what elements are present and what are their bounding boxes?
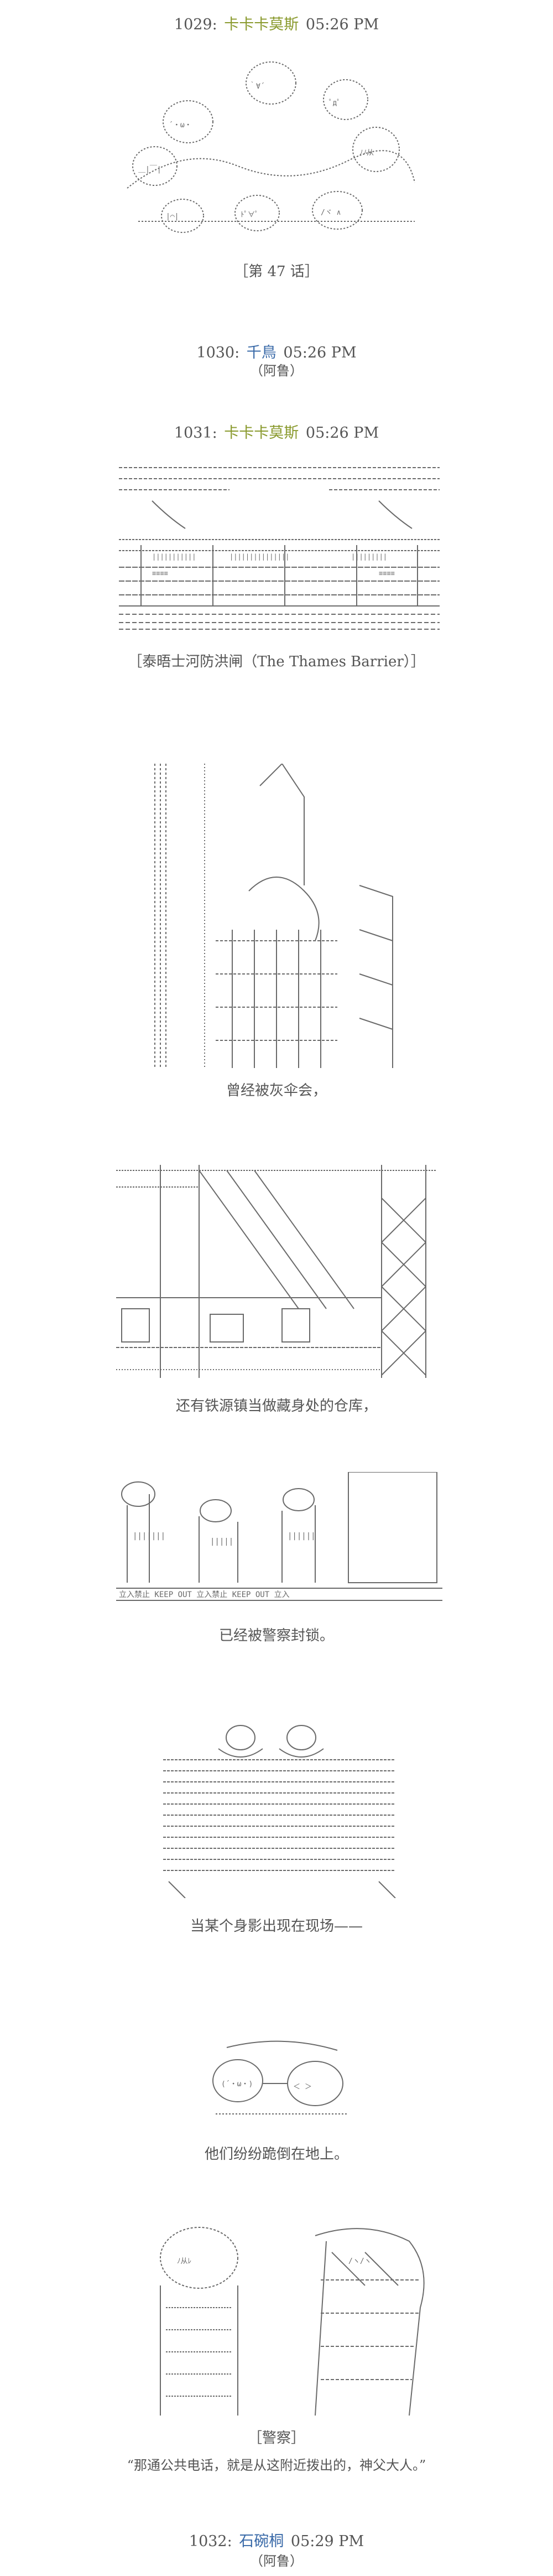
- svg-text:立入禁止 KEEP OUT 立入禁止 KEEP OUT 立入: 立入禁止 KEEP OUT 立入禁止 KEEP OUT 立入: [119, 1590, 290, 1599]
- post-number: 1032:: [189, 2533, 232, 2550]
- poster-name[interactable]: 卡卡卡莫斯: [224, 16, 299, 33]
- post-number: 1030:: [196, 344, 240, 361]
- svg-text:ﾟдﾟ: ﾟдﾟ: [329, 99, 341, 107]
- svg-text:(´・ω・): (´・ω・): [221, 2080, 253, 2088]
- narration-line-3: 已经被警察封锁。: [218, 1628, 334, 1644]
- svg-text:≡≡≡≡: ≡≡≡≡: [152, 569, 168, 577]
- ascii-art-fallen-figure-drawing: (´・ω・) ＜ ＞: [212, 2040, 348, 2114]
- svg-text:|||||: |||||: [210, 1537, 233, 1546]
- svg-text:||||||: ||||||: [288, 1532, 316, 1541]
- ascii-art-thames-barrier-drawing: ||||||||||| ||||||||||||||| ||||||||| ≡≡…: [119, 467, 440, 630]
- ascii-art-tower-drawing: [154, 764, 393, 1068]
- post-time: 05:26 PM: [305, 424, 379, 442]
- ascii-art-characters: ｀∀´ ﾟдﾟ ´・ω・ ﾉﾉ从 ＿|￣| |⌒| ﾄﾟ∀ﾟ /ヾ ∧: [116, 55, 426, 243]
- episode-title: ［第 47 话］: [234, 263, 319, 280]
- ascii-art-fallen-figure: (´・ω・) ＜ ＞: [205, 2036, 359, 2128]
- narration-line-5: 他们纷纷跪倒在地上。: [204, 2146, 348, 2163]
- svg-text:|||||||||||: |||||||||||: [152, 553, 196, 561]
- post-header-1029: 1029: 卡卡卡莫斯 05:26 PM: [0, 12, 553, 34]
- svg-text:´・ω・: ´・ω・: [169, 121, 192, 129]
- poster-name[interactable]: 卡卡卡莫斯: [224, 424, 299, 442]
- poster-name[interactable]: 石碗桐: [239, 2533, 284, 2550]
- narration-line-4: 当某个身影出现在现场——: [190, 1918, 363, 1935]
- svg-text:/ヽ/ヽ: /ヽ/ヽ: [348, 2257, 372, 2266]
- ascii-art-kneeling-figures: [158, 1721, 401, 1898]
- ascii-art-thames-barrier: ||||||||||| ||||||||||||||| ||||||||| ≡≡…: [119, 457, 440, 631]
- post-1030-body: （阿鲁）: [250, 363, 303, 379]
- svg-text:＿|￣|: ＿|￣|: [138, 165, 161, 174]
- police-label: ［警察］: [247, 2430, 305, 2447]
- svg-text:＜ ＞: ＜ ＞: [293, 2083, 312, 2091]
- svg-text:|||||||: |||||||: [133, 1532, 165, 1541]
- ascii-art-warehouse: [116, 1165, 437, 1378]
- post-number: 1029:: [174, 16, 217, 33]
- svg-text:|||||||||: |||||||||: [351, 553, 387, 561]
- svg-text:｀∀´: ｀∀´: [249, 81, 265, 91]
- ascii-art-kneeling-figures-drawing: [163, 1725, 396, 1898]
- svg-text:|⌒|: |⌒|: [166, 212, 179, 221]
- post-time: 05:26 PM: [305, 16, 379, 33]
- svg-text:ﾄﾟ∀ﾟ: ﾄﾟ∀ﾟ: [241, 211, 259, 219]
- svg-text:≡≡≡≡: ≡≡≡≡: [379, 569, 395, 577]
- thames-barrier-label: ［泰晤士河防洪闸（The Thames Barrier）］: [128, 654, 425, 670]
- ascii-art-tower: [149, 764, 406, 1068]
- svg-text:|||||||||||||||: |||||||||||||||: [229, 553, 289, 561]
- ascii-art-police-drawing: ﾉ从ﾚ /ヽ/ヽ: [160, 2227, 425, 2416]
- post-time: 05:26 PM: [283, 344, 357, 361]
- post-header-1031: 1031: 卡卡卡莫斯 05:26 PM: [0, 421, 553, 442]
- ascii-art-police: ﾉ从ﾚ /ヽ/ヽ: [133, 2225, 442, 2416]
- ascii-art-warehouse-drawing: [116, 1165, 437, 1378]
- ascii-art-police-tape-drawing: 立入禁止 KEEP OUT 立入禁止 KEEP OUT 立入 ||||||| |…: [116, 1472, 442, 1601]
- post-time: 05:29 PM: [290, 2533, 364, 2550]
- post-header-1030: 1030: 千鳥 05:26 PM: [0, 340, 553, 362]
- narration-line-1: 曾经被灰伞会，: [226, 1082, 327, 1099]
- poster-name[interactable]: 千鳥: [246, 344, 276, 361]
- police-quote: “那通公共电话，就是从这附近拨出的，神父大人。”: [127, 2458, 426, 2473]
- svg-text:ﾉ从ﾚ: ﾉ从ﾚ: [177, 2257, 191, 2266]
- svg-text:ﾉﾉ从: ﾉﾉ从: [359, 149, 374, 157]
- post-number: 1031:: [174, 424, 217, 442]
- ascii-art-police-tape: 立入禁止 KEEP OUT 立入禁止 KEEP OUT 立入 ||||||| |…: [116, 1472, 442, 1605]
- ascii-art-characters-drawing: ｀∀´ ﾟдﾟ ´・ω・ ﾉﾉ从 ＿|￣| |⌒| ﾄﾟ∀ﾟ /ヾ ∧: [127, 61, 415, 233]
- narration-line-2: 还有铁源镇当做藏身处的仓库，: [175, 1398, 377, 1414]
- post-1032-body: （阿鲁）: [250, 2553, 303, 2569]
- post-header-1032: 1032: 石碗桐 05:29 PM: [0, 2529, 553, 2551]
- svg-text:/ヾ ∧: /ヾ ∧: [321, 209, 341, 217]
